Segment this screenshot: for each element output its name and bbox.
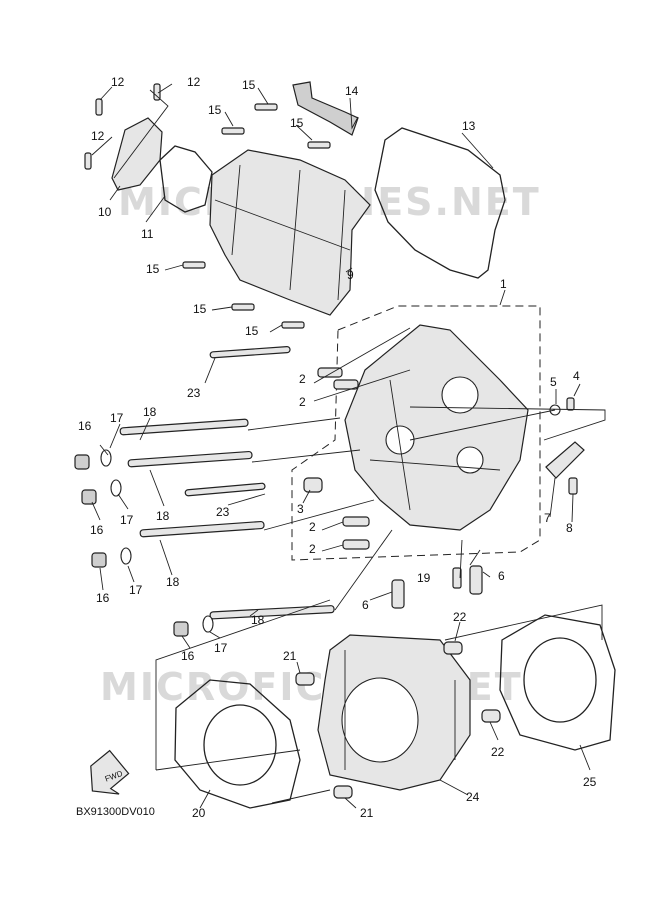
callout-22b: 22 (491, 745, 505, 759)
callout-1: 1 (500, 277, 507, 291)
breather-gasket (159, 145, 213, 213)
cover-gasket (374, 127, 506, 279)
callout-18a: 18 (143, 405, 157, 419)
callout-12b: 12 (187, 75, 201, 89)
callout-15a: 15 (242, 78, 256, 92)
callout-7: 7 (544, 511, 551, 525)
callout-5: 5 (550, 375, 557, 389)
callout-14: 14 (345, 84, 359, 98)
callout-6a: 6 (362, 598, 369, 612)
nuts-washers (74, 449, 214, 637)
callout-18c: 18 (166, 575, 180, 589)
bracket (292, 81, 359, 136)
callout-16a: 16 (78, 419, 92, 433)
callout-4: 4 (573, 369, 580, 383)
dowels (295, 641, 501, 799)
cylinder-head-gasket (499, 614, 616, 751)
callout-23a: 23 (187, 386, 201, 400)
callout-8: 8 (566, 521, 573, 535)
callout-2a: 2 (299, 372, 306, 386)
callout-13: 13 (462, 119, 476, 133)
callout-23b: 23 (216, 505, 230, 519)
callout-16d: 16 (181, 649, 195, 663)
callout-2d: 2 (309, 542, 316, 556)
callout-2b: 2 (299, 395, 306, 409)
callout-21b: 21 (360, 806, 374, 820)
cylinder-head (344, 324, 529, 531)
callout-15e: 15 (193, 302, 207, 316)
diagram-code: BX91300DV010 (76, 806, 155, 818)
callout-2c: 2 (309, 520, 316, 534)
callout-12c: 12 (91, 129, 105, 143)
callout-6b: 6 (498, 569, 505, 583)
callout-15f: 15 (245, 324, 259, 338)
callout-18d: 18 (251, 613, 265, 627)
callout-22a: 22 (453, 610, 467, 624)
callout-17d: 17 (214, 641, 228, 655)
small-parts (391, 397, 585, 609)
callout-9: 9 (347, 268, 354, 282)
callout-15b: 15 (208, 103, 222, 117)
cylinder-head-cover (209, 149, 371, 316)
callout-20: 20 (192, 806, 206, 820)
bolts-top (84, 83, 331, 329)
callout-24: 24 (466, 790, 480, 804)
callout-17a: 17 (110, 411, 124, 425)
callout-25: 25 (583, 775, 597, 789)
leader-lines (91, 83, 606, 809)
cylinder-head-frame (291, 305, 541, 561)
callout-12a: 12 (111, 75, 125, 89)
callout-18b: 18 (156, 509, 170, 523)
callout-19: 19 (417, 571, 431, 585)
callout-16b: 16 (90, 523, 104, 537)
callout-21a: 21 (283, 649, 297, 663)
callout-15d: 15 (146, 262, 160, 276)
cylinder (317, 634, 471, 791)
callout-17c: 17 (129, 583, 143, 597)
callout-17b: 17 (120, 513, 134, 527)
breather-cover (111, 117, 163, 191)
valve-guides (303, 367, 370, 550)
studs (119, 346, 335, 620)
callout-10: 10 (98, 205, 112, 219)
callout-3: 3 (297, 502, 304, 516)
callouts: 1 2 2 2 2 3 4 5 6 6 7 8 9 10 11 12 12 12… (78, 75, 597, 820)
callout-16c: 16 (96, 591, 110, 605)
callout-11: 11 (141, 227, 154, 241)
cylinder-base-gasket (174, 679, 301, 809)
callout-15c: 15 (290, 116, 304, 130)
fwd-arrow: FWD (90, 749, 130, 795)
